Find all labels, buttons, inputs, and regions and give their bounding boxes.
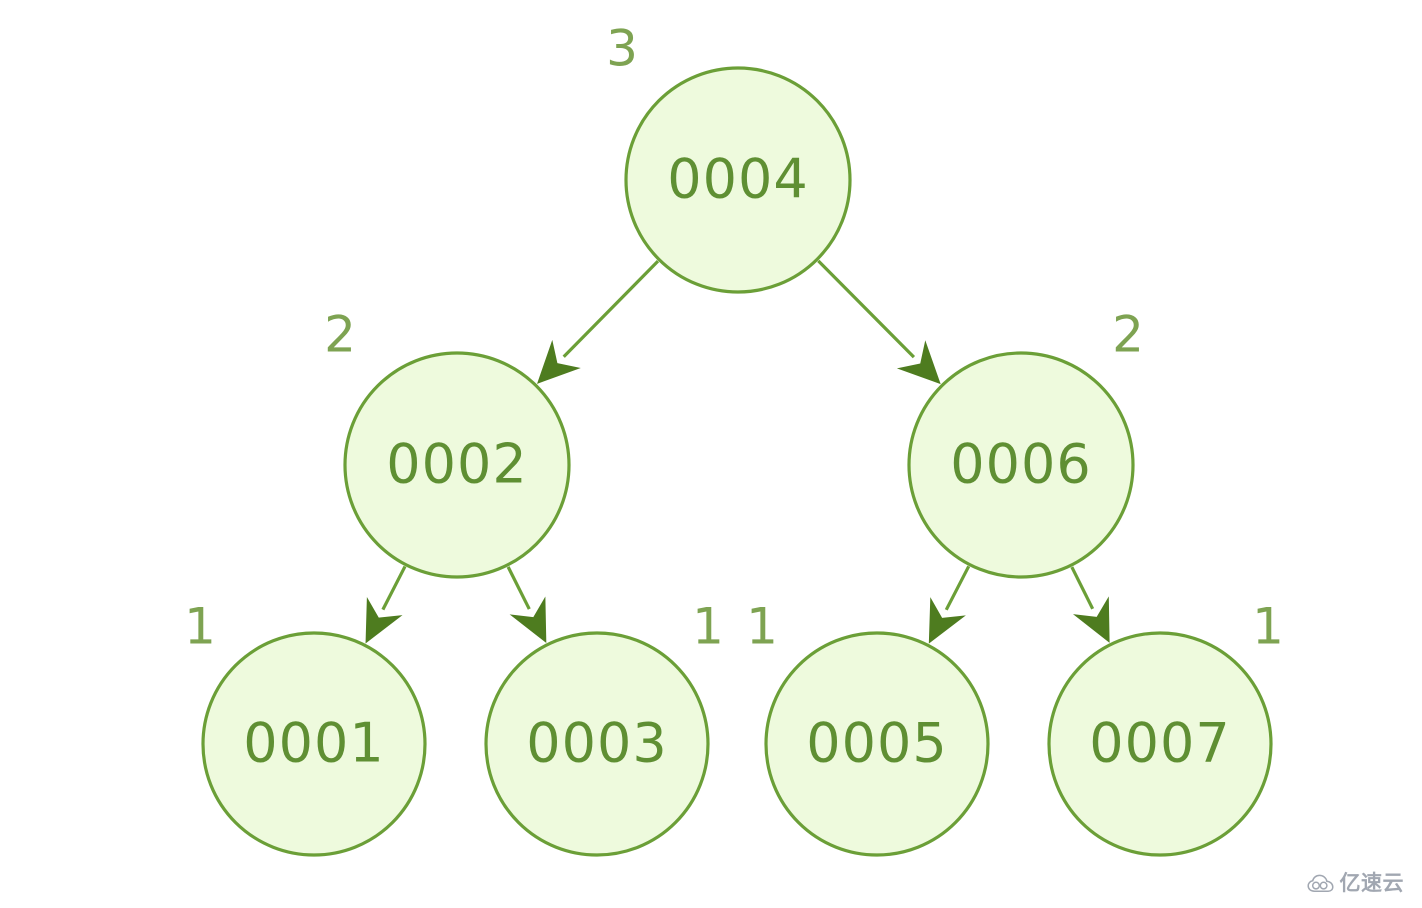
tree-node-0006[interactable]: 0006 — [907, 351, 1135, 579]
tree-node-0001[interactable]: 0001 — [201, 631, 427, 857]
tree-node-0007[interactable]: 0007 — [1047, 631, 1273, 857]
edge-n0006-n0007 — [1070, 566, 1095, 610]
arrow-head-icon — [537, 339, 581, 384]
nodes-layer: 0004 0002 0006 0001 0003 0005 0007 — [201, 66, 1273, 857]
arrow-head-icon — [365, 596, 403, 644]
cloud-logo-icon — [1306, 874, 1335, 894]
node-height-label-0004: 3 — [606, 20, 638, 78]
node-height-label-0007: 1 — [1252, 598, 1284, 656]
edge-n0004-n0006 — [817, 259, 916, 359]
node-key-label: 0007 — [1089, 712, 1230, 775]
arrow-head-icon — [896, 340, 941, 385]
edge-n0002-n0001 — [381, 565, 407, 611]
edge-n0006-n0005 — [944, 565, 971, 611]
node-height-label-0003: 1 — [692, 598, 724, 656]
edge-n0002-n0003 — [506, 566, 531, 610]
node-key-label: 0002 — [386, 433, 527, 496]
edge-n0004-n0002 — [562, 260, 660, 358]
node-circle — [1047, 631, 1273, 857]
tree-node-0005[interactable]: 0005 — [764, 631, 990, 857]
arrow-head-icon — [509, 596, 547, 644]
node-circle — [764, 631, 990, 857]
node-circle — [343, 351, 571, 579]
node-height-label-0002: 2 — [324, 306, 356, 364]
node-circle — [907, 351, 1135, 579]
node-key-label: 0004 — [667, 148, 808, 211]
node-height-label-0001: 1 — [184, 598, 216, 656]
node-key-label: 0001 — [243, 712, 384, 775]
tree-node-0003[interactable]: 0003 — [484, 631, 710, 857]
watermark: 亿速云 — [1306, 871, 1405, 895]
node-circle — [484, 631, 710, 857]
watermark-text: 亿速云 — [1339, 871, 1404, 895]
arrow-head-icon — [928, 597, 966, 644]
arrow-head-icon — [1072, 596, 1110, 643]
node-circle — [624, 66, 852, 294]
node-key-label: 0005 — [806, 712, 947, 775]
node-key-label: 0006 — [950, 433, 1091, 496]
edges-layer — [365, 259, 1110, 644]
node-height-label-0006: 2 — [1112, 306, 1144, 364]
node-height-label-0005: 1 — [746, 598, 778, 656]
node-key-label: 0003 — [526, 712, 667, 775]
node-circle — [201, 631, 427, 857]
tree-node-0004[interactable]: 0004 — [624, 66, 852, 294]
tree-node-0002[interactable]: 0002 — [343, 351, 571, 579]
